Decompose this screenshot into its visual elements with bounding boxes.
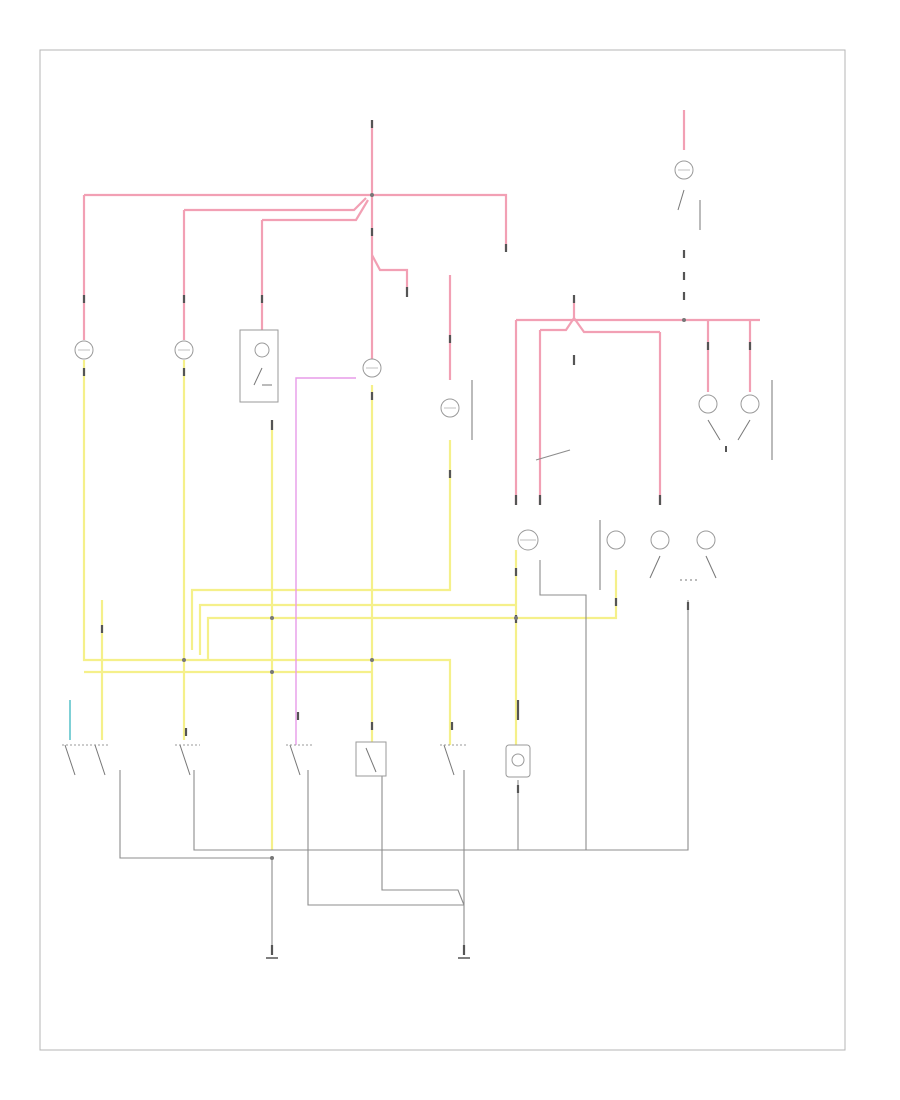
diagram-frame (39, 49, 846, 1051)
relay-box (239, 329, 279, 403)
connectors (82, 120, 752, 955)
splices (182, 193, 686, 860)
lamp-pair-right (698, 380, 773, 460)
switch-block-middle (517, 520, 626, 590)
switch-3 (286, 744, 312, 776)
lamp-center (362, 358, 382, 378)
switch-2 (175, 744, 200, 776)
switch-5 (440, 744, 466, 776)
lamp-left-2 (174, 340, 194, 360)
magenta-wire (295, 377, 356, 745)
lamp-left-1 (74, 340, 94, 360)
lamp-top-right (674, 160, 701, 230)
switch-1 (62, 744, 110, 776)
lamp-pair-lower (649, 530, 717, 581)
switch-4-box (355, 741, 387, 777)
power-wires (82, 110, 760, 505)
module-box (505, 744, 531, 778)
lamp-mid (440, 380, 473, 440)
signal-wires (82, 360, 618, 850)
ground-wires (119, 449, 689, 945)
